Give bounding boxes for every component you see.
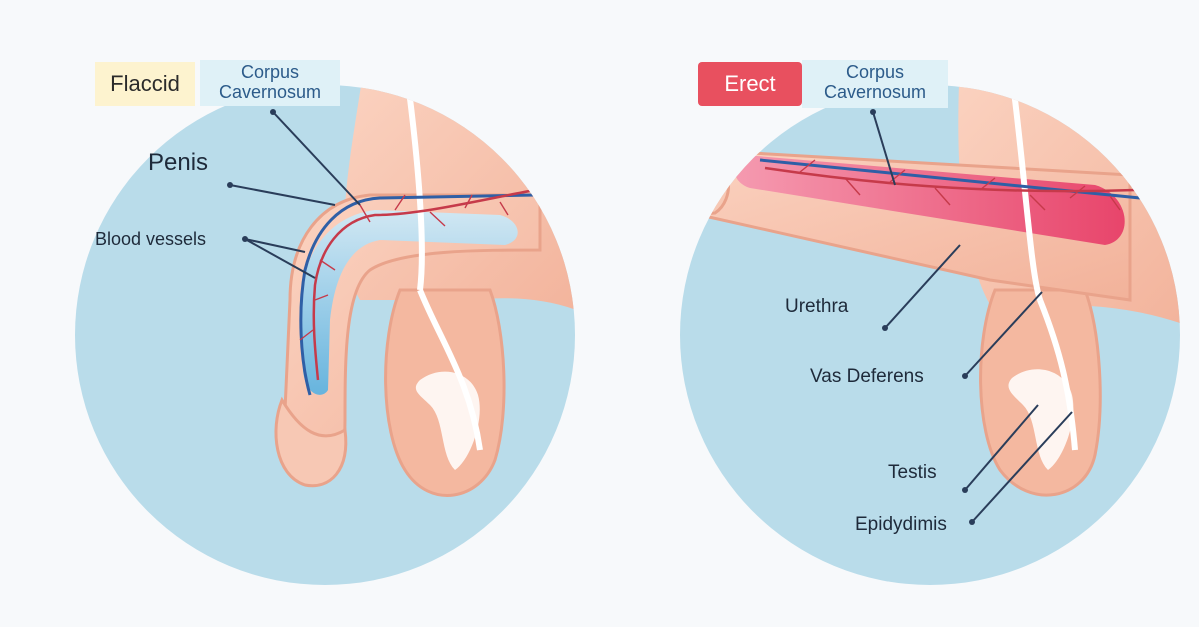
erect-leaders (872, 111, 1073, 523)
label-testis: Testis (888, 462, 937, 483)
erect-leader-dots (870, 109, 975, 525)
erect-artery (764, 166, 1136, 193)
flaccid-torso (344, 85, 575, 320)
corpus-label-left-line1: Corpus (240, 62, 300, 82)
flaccid-leader-dots (227, 109, 276, 242)
erect-vas-deferens (1037, 298, 1078, 451)
flaccid-corpus-cavernosum (300, 210, 518, 395)
flaccid-panel (75, 85, 575, 585)
corpus-cavernosum-label-left: Corpus Cavernosum (200, 60, 340, 106)
leader-vas-deferens (964, 291, 1043, 377)
leader-urethra (884, 244, 961, 329)
leader-corpus-right (872, 111, 896, 186)
leader-corpus-left (272, 111, 361, 206)
label-epididymis: Epidydimis (855, 514, 947, 535)
corpus-label-right-line1: Corpus (845, 62, 905, 82)
leader-epididymis (971, 411, 1073, 523)
erect-urethra (1007, 85, 1043, 301)
flaccid-artery (312, 188, 536, 381)
leader-testis (964, 404, 1039, 491)
flaccid-glans (274, 396, 348, 488)
leader-penis (229, 184, 336, 206)
leader-blood-vessels-1 (244, 238, 306, 253)
corpus-label-right-line2: Cavernosum (823, 82, 927, 102)
label-urethra: Urethra (785, 296, 849, 317)
label-penis: Penis (148, 149, 208, 176)
state-badge-flaccid: Flaccid (95, 62, 195, 106)
label-vas-deferens: Vas Deferens (810, 366, 924, 387)
corpus-label-left-line2: Cavernosum (218, 82, 322, 102)
corpus-cavernosum-label-right: Corpus Cavernosum (802, 60, 948, 108)
erect-capillaries (799, 159, 1121, 211)
erect-testis (1008, 369, 1074, 470)
erect-panel (680, 85, 1180, 585)
flaccid-vas-deferens (417, 288, 483, 451)
flaccid-leaders (229, 111, 361, 279)
erect-glans (680, 146, 730, 215)
leader-blood-vessels-2 (244, 238, 316, 279)
state-badge-erect: Erect (698, 62, 802, 106)
flaccid-vein (299, 193, 536, 396)
label-blood-vessels: Blood vessels (95, 229, 206, 249)
flaccid-capillaries (299, 194, 509, 341)
flaccid-testis (415, 371, 480, 470)
